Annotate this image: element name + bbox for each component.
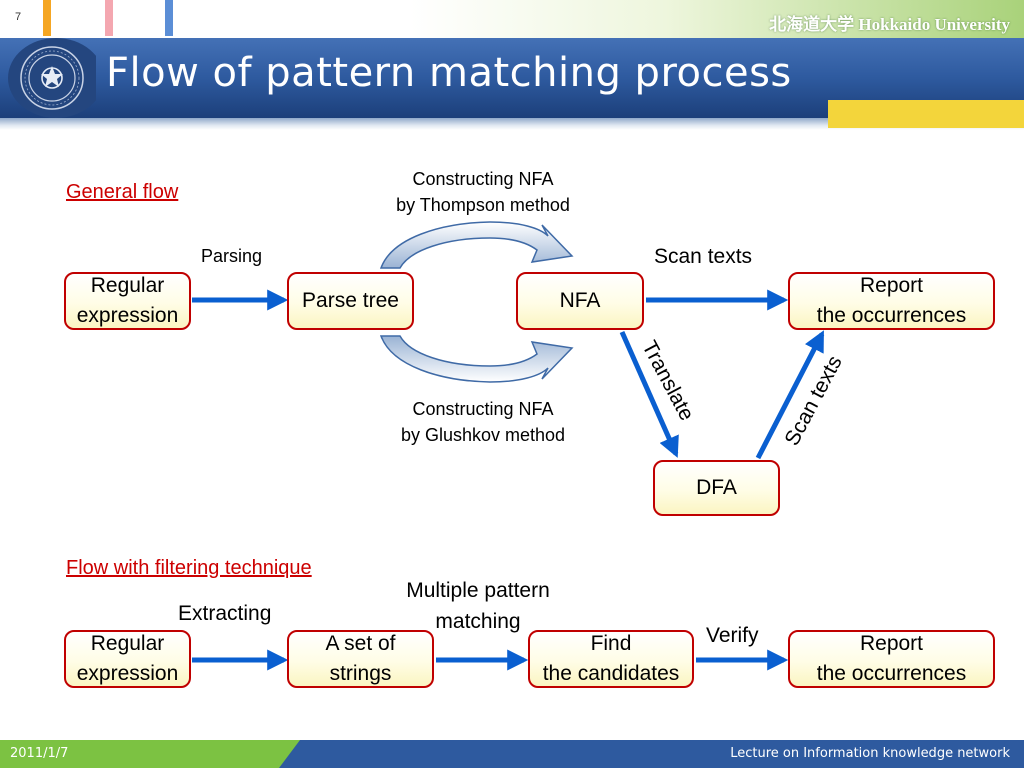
yellow-accent-bar xyxy=(828,100,1024,128)
node-dfa: DFA xyxy=(653,460,780,516)
node-set-of-strings: A set of strings xyxy=(287,630,434,688)
node-report-occurrences-2: Report the occurrences xyxy=(788,630,995,688)
general-flow-heading: General flow xyxy=(66,181,179,203)
footer-green-accent xyxy=(0,740,300,768)
curved-arrow-glushkov xyxy=(379,335,574,383)
title-band-shadow xyxy=(0,118,1024,130)
university-name: 北海道大学 Hokkaido University xyxy=(769,15,1010,34)
footer-date: 2011/1/7 xyxy=(10,746,69,761)
curved-arrow-thompson xyxy=(379,221,574,269)
footer-course-name: Lecture on Information knowledge network xyxy=(730,746,1010,761)
label-parsing: Parsing xyxy=(201,246,263,266)
accent-stripe-blue xyxy=(165,0,173,36)
node-nfa: NFA xyxy=(516,272,644,330)
label-multiple-pattern-matching: Multiple pattern matching xyxy=(406,579,550,633)
label-verify: Verify xyxy=(706,624,759,647)
accent-stripe-pink xyxy=(105,0,113,36)
label-extracting: Extracting xyxy=(178,602,272,625)
node-parse-tree: Parse tree xyxy=(287,272,414,330)
arrow-nfa-to-dfa xyxy=(619,330,679,458)
slide-title: Flow of pattern matching process xyxy=(106,50,792,96)
arrow-dfa-to-report xyxy=(755,330,825,460)
filtering-flow-heading: Flow with filtering technique xyxy=(66,557,312,579)
accent-stripe-orange xyxy=(43,0,51,36)
label-scan-texts: Scan texts xyxy=(654,245,753,268)
university-emblem-icon xyxy=(8,38,96,118)
node-find-candidates: Find the candidates xyxy=(528,630,694,688)
slide-number: 7 xyxy=(15,11,22,23)
label-thompson-method: Constructing NFA by Thompson method xyxy=(396,169,570,215)
node-report-occurrences: Report the occurrences xyxy=(788,272,995,330)
node-regular-expression-2: Regular expression xyxy=(64,630,191,688)
label-glushkov-method: Constructing NFA by Glushkov method xyxy=(400,399,566,445)
node-regular-expression: Regular expression xyxy=(64,272,191,330)
